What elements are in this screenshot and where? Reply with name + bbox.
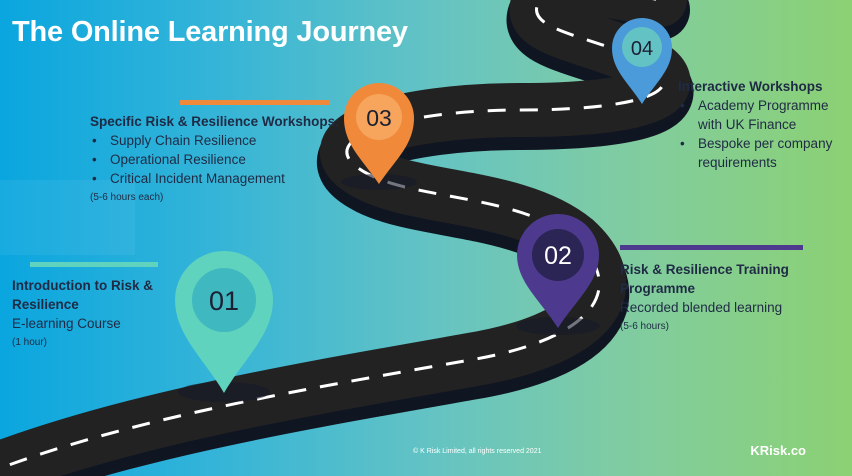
step-01-duration: (1 hour) — [12, 337, 48, 348]
step-04-bullet-list: Academy Programme with UK Finance Bespok… — [678, 96, 848, 172]
step-04-bullet: Bespoke per company requirements — [678, 134, 848, 172]
road-center-line — [0, 0, 664, 476]
pin-02: 02 — [516, 214, 600, 335]
pin-03: 03 — [341, 83, 417, 190]
background-panel — [0, 180, 135, 255]
pin-02-number: 02 — [544, 242, 572, 270]
step-03-bullet: Supply Chain Resilience — [90, 131, 350, 150]
pin-01: 01 — [174, 250, 273, 402]
brand-name: KRisk.co — [750, 443, 806, 458]
step-02-text: Risk & Resilience Training Programme Rec… — [620, 260, 820, 336]
pin-04-number: 04 — [631, 38, 653, 60]
step-01-text: Introduction to Risk & Resilience E-lear… — [12, 276, 172, 352]
step-03-accent-bar — [180, 100, 330, 105]
step-02-subtitle: Recorded blended learning — [620, 300, 783, 315]
step-03-bullet: Critical Incident Management — [90, 169, 350, 188]
step-02-heading: Risk & Resilience Training Programme — [620, 262, 789, 296]
step-02-accent-bar — [620, 245, 803, 250]
step-03-duration: (5-6 hours each) — [90, 192, 164, 203]
step-02-duration: (5-6 hours) — [620, 321, 669, 332]
page-title: The Online Learning Journey — [12, 16, 408, 48]
step-04-heading: Interactive Workshops — [678, 79, 823, 94]
pin-03-number: 03 — [366, 105, 392, 131]
copyright-notice: © K Risk Limited, all rights reserved 20… — [413, 448, 542, 455]
pin-01-number: 01 — [209, 286, 239, 316]
step-01-accent-bar — [30, 262, 158, 267]
pin-04: 04 — [612, 18, 672, 104]
step-04-text: Interactive Workshops Academy Programme … — [678, 77, 848, 172]
step-03-heading: Specific Risk & Resilience Workshops: — [90, 114, 340, 129]
step-03-text: Specific Risk & Resilience Workshops: Su… — [90, 112, 350, 207]
step-04-bullet: Academy Programme with UK Finance — [678, 96, 848, 134]
step-03-bullet-list: Supply Chain Resilience Operational Resi… — [90, 131, 350, 188]
step-03-bullet: Operational Resilience — [90, 150, 350, 169]
step-01-heading: Introduction to Risk & Resilience — [12, 278, 153, 312]
step-01-subtitle: E-learning Course — [12, 316, 121, 331]
